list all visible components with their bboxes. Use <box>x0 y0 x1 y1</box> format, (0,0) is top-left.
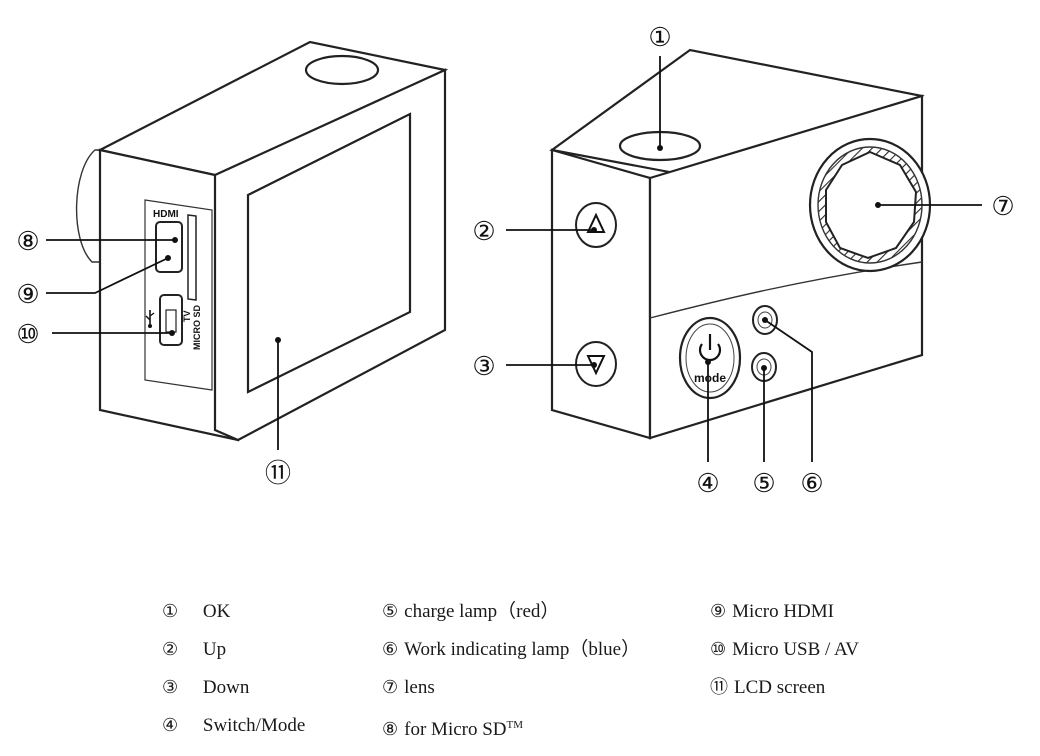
left-camera-lens-back <box>75 149 111 263</box>
lens <box>808 137 932 273</box>
legend-item-micro-sd: ⑧ for Micro SDTM <box>382 719 524 741</box>
up-button[interactable] <box>575 202 617 248</box>
right-camera: mode <box>549 48 932 440</box>
left-ok-button[interactable] <box>304 54 380 86</box>
callout-10: ⑩ <box>16 320 39 349</box>
legend-item-ok: ① OK <box>162 601 231 622</box>
callout-2: ② <box>472 217 495 246</box>
mode-button[interactable]: mode <box>678 316 742 400</box>
micro-sd-slot[interactable] <box>187 214 197 301</box>
usb-tongue <box>165 309 177 333</box>
usb-icon <box>145 310 155 328</box>
callout-11: ⑪ <box>265 459 291 488</box>
hdmi-engraving: HDMI <box>153 209 179 220</box>
legend-column-1: ① OK ② Up ③ Down ④ Switch/Mode <box>162 592 305 744</box>
mode-engraving: mode <box>694 371 726 385</box>
callout-8: ⑧ <box>16 227 39 256</box>
tv-engraving: TV <box>182 310 192 322</box>
legend-item-up: ② Up <box>162 639 227 660</box>
callout-9: ⑨ <box>16 280 39 309</box>
callout-6: ⑥ <box>800 469 823 498</box>
micro-hdmi-port[interactable] <box>155 221 183 273</box>
callout-7: ⑦ <box>991 192 1014 221</box>
legend-item-switch-mode: ④ Switch/Mode <box>162 715 306 736</box>
left-camera: HDMI MICRO SD TV <box>75 40 449 442</box>
camera-diagram: HDMI MICRO SD TV <box>16 23 1014 498</box>
callout-1: ① <box>648 23 671 52</box>
trademark-sup: TM <box>506 719 524 731</box>
callout-5: ⑤ <box>752 469 775 498</box>
callout-3: ③ <box>472 352 495 381</box>
legend-item-down: ③ Down <box>162 677 250 698</box>
right-camera-side <box>550 148 652 440</box>
callout-4: ④ <box>696 469 719 498</box>
micro-sd-engraving: MICRO SD <box>192 304 202 350</box>
lcd-screen <box>246 112 412 394</box>
